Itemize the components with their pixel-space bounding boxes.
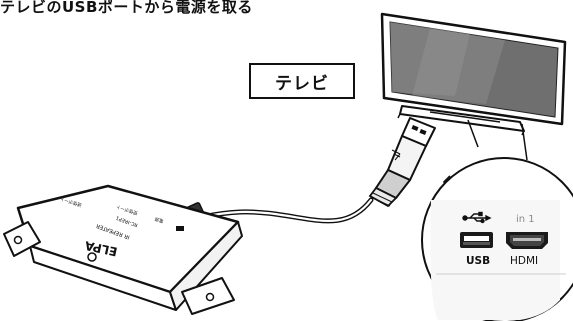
tv-label: テレビ <box>249 63 355 99</box>
device-brand: ELPA <box>83 238 119 259</box>
usb-symbol-icon <box>462 211 492 224</box>
usb-plug-illustration <box>368 117 436 208</box>
device-port-label-3: 電源 <box>153 215 164 225</box>
hdmi-input-label: in 1 <box>516 214 535 225</box>
usb-port <box>460 232 493 248</box>
tv-illustration <box>380 12 567 136</box>
ir-repeater-illustration <box>3 184 243 315</box>
diagram-heading: テレビのUSBポートから電源を取る <box>0 0 253 16</box>
port-callout <box>421 119 573 321</box>
hdmi-port <box>506 232 548 249</box>
hdmi-port-label: HDMI <box>510 255 538 267</box>
usb-port-label: USB <box>466 255 490 267</box>
